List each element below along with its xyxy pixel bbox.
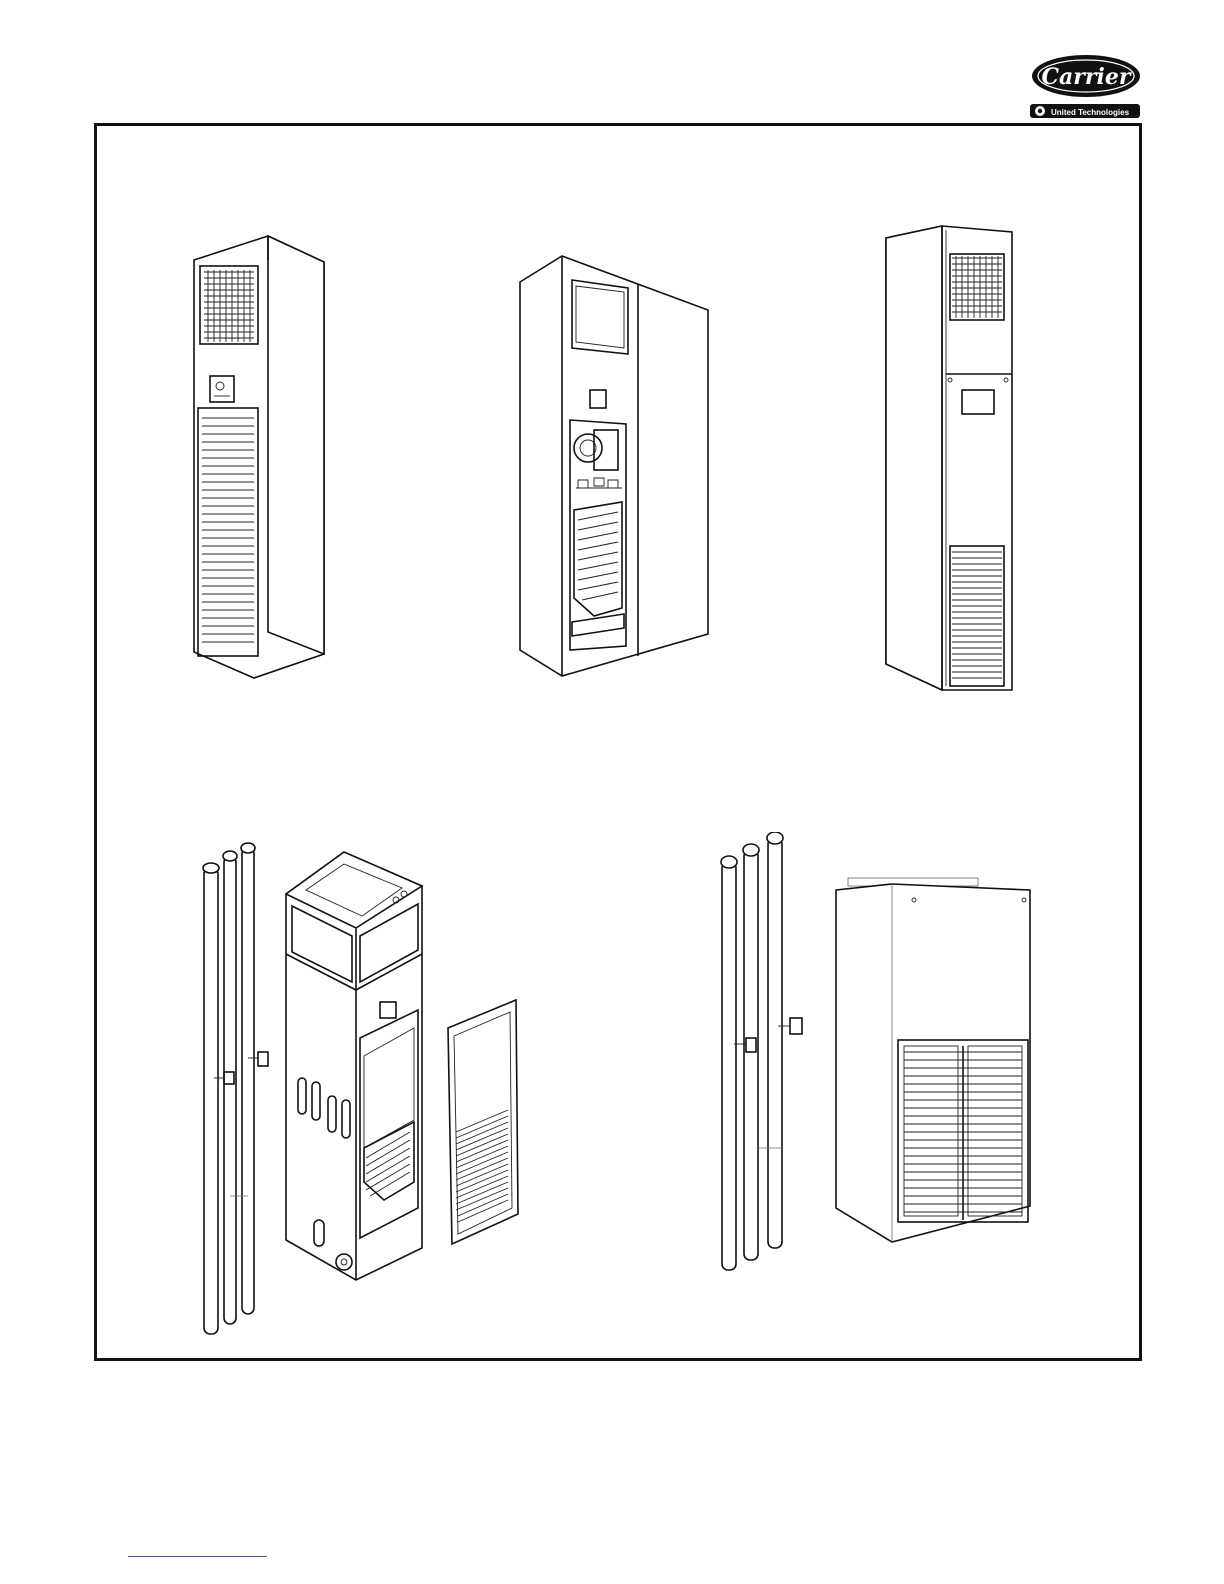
vertical-fan-coil-unit-grille-front-icon <box>190 232 330 684</box>
fan-coil-unit-4-illustration <box>196 842 526 1342</box>
riser-pipes <box>203 843 268 1334</box>
riser-pipes <box>721 832 802 1270</box>
fan-coil-unit-2-illustration <box>518 254 712 680</box>
fan-coil-unit-3-illustration <box>884 224 1016 694</box>
vertical-fan-coil-unit-open-cabinet-icon <box>518 254 712 680</box>
footer-link-underline[interactable] <box>128 1556 267 1557</box>
cabinet-body <box>286 852 422 1280</box>
fan-coil-unit-5-illustration <box>718 832 1048 1274</box>
exploded-fan-coil-unit-with-risers-icon <box>196 842 526 1342</box>
fan-coil-unit-1-illustration <box>190 232 330 684</box>
logo-wordmark: Carrier <box>1042 64 1132 90</box>
front-grille-panel <box>448 1000 518 1244</box>
cabinet-body <box>836 878 1030 1242</box>
carrier-logo: Carrier United Technologies <box>1030 54 1142 120</box>
vertical-fan-coil-unit-slim-icon <box>884 224 1016 694</box>
fan-coil-unit-with-risers-and-louvered-panel-icon <box>718 832 1048 1274</box>
logo-tagline: United Technologies <box>1051 108 1130 117</box>
